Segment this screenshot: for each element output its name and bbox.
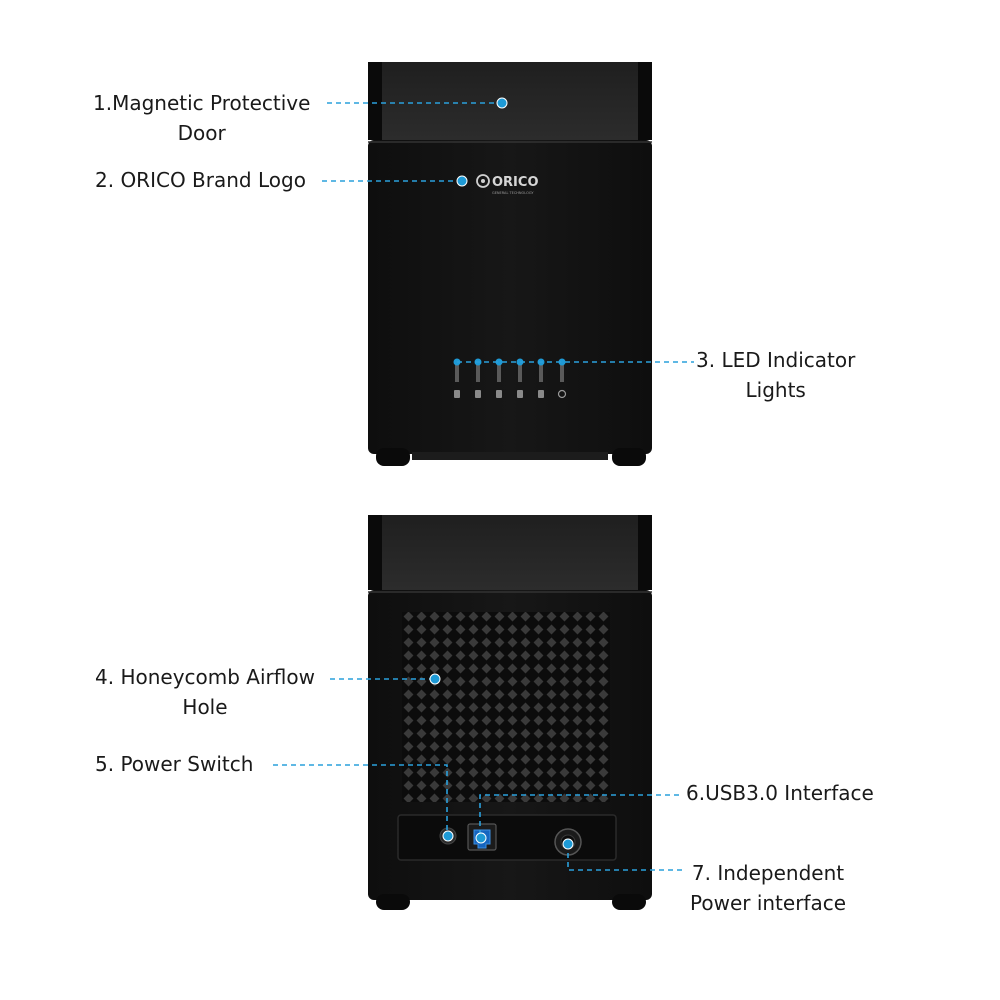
front-body — [368, 140, 652, 454]
rear-lid — [368, 515, 652, 590]
led-light-4 — [518, 364, 522, 382]
led-marker-6 — [558, 358, 566, 366]
dot-airflow-hole — [429, 673, 441, 685]
callout-airflow-hole-line2: Hole — [182, 695, 228, 719]
logo-tagline: GENERAL TECHNOLOGY — [492, 191, 534, 195]
callout-magnetic-door-line2: Door — [177, 121, 226, 145]
callout-led-lights-line1: 3. LED Indicator — [696, 348, 856, 372]
leader-power-interface — [567, 844, 683, 871]
drive-icon-2 — [475, 390, 481, 398]
callout-airflow-hole-line1: 4. Honeycomb Airflow — [95, 665, 315, 689]
drive-icon-5 — [538, 390, 544, 398]
led-light-2 — [476, 364, 480, 382]
callout-usb-interface-line1: 6.USB3.0 Interface — [686, 781, 874, 805]
front-foot-left — [376, 448, 410, 466]
callout-power-interface: 7. Independent Power interface — [690, 858, 846, 918]
callout-magnetic-door-line1: 1.Magnetic Protective — [93, 91, 311, 115]
dot-brand-logo — [456, 175, 468, 187]
led-light-6 — [560, 364, 564, 382]
logo-text: ORICO — [492, 175, 539, 190]
led-light-1 — [455, 364, 459, 382]
dot-usb-interface — [475, 832, 487, 844]
dot-power-interface — [562, 838, 574, 850]
callout-brand-logo-line1: 2. ORICO Brand Logo — [95, 168, 306, 192]
drive-icon-1 — [454, 390, 460, 398]
callout-power-switch: 5. Power Switch — [95, 749, 253, 779]
led-light-3 — [497, 364, 501, 382]
callout-power-switch-line1: 5. Power Switch — [95, 752, 254, 776]
callout-usb-interface: 6.USB3.0 Interface — [686, 778, 874, 808]
callout-led-lights-line2: Lights — [745, 378, 806, 402]
callout-magnetic-door: 1.Magnetic Protective Door — [93, 88, 310, 148]
honeycomb-vent — [402, 612, 610, 802]
orico-logo: ORICO GENERAL TECHNOLOGY — [476, 174, 539, 195]
dot-magnetic-door — [496, 97, 508, 109]
callout-dots — [429, 97, 574, 850]
leader-power-switch — [273, 764, 448, 834]
rear-foot-right — [612, 894, 646, 910]
callout-power-interface-line2: Power interface — [690, 891, 847, 915]
callout-led-lights: 3. LED Indicator Lights — [696, 345, 855, 405]
drive-icon-3 — [496, 390, 502, 398]
leader-usb-interface — [479, 794, 679, 836]
callout-airflow-hole: 4. Honeycomb Airflow Hole — [95, 662, 315, 722]
rear-foot-left — [376, 894, 410, 910]
led-marker-3 — [495, 358, 503, 366]
port-panel — [397, 814, 617, 861]
rear-enclosure — [368, 515, 652, 910]
front-enclosure: ORICO GENERAL TECHNOLOGY — [368, 62, 652, 466]
drive-icon-4 — [517, 390, 523, 398]
callout-leader-lines — [273, 102, 694, 871]
front-foot-right — [612, 448, 646, 466]
magnetic-door — [368, 62, 652, 140]
led-light-5 — [539, 364, 543, 382]
dot-power-switch — [442, 830, 454, 842]
power-symbol-icon — [557, 389, 567, 399]
callout-brand-logo: 2. ORICO Brand Logo — [95, 165, 306, 195]
callout-power-interface-line1: 7. Independent — [691, 861, 845, 885]
